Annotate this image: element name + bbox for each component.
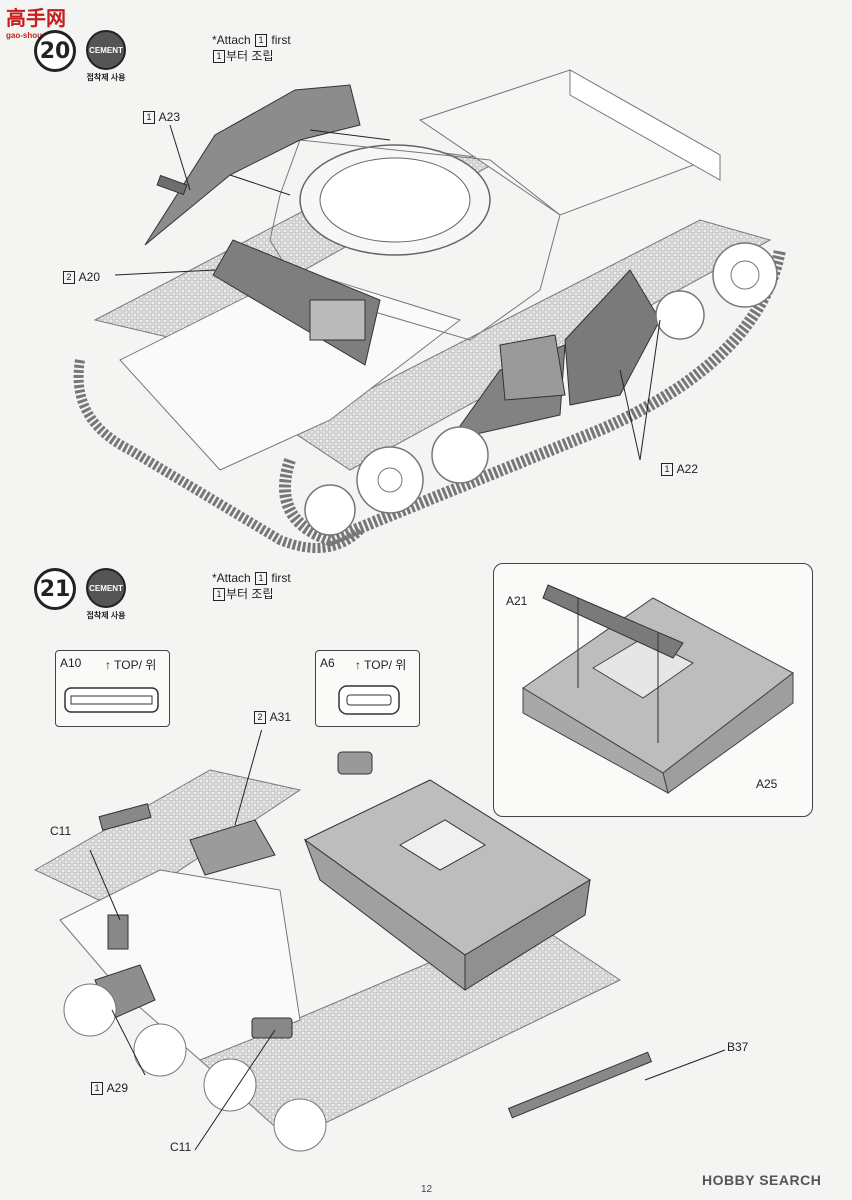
step-20-diagram	[73, 69, 786, 553]
step-21-number: 21	[34, 568, 76, 610]
part-label-c11-upper: C11	[50, 824, 72, 838]
watermark-logo: 高手网 gao-shou.com	[6, 2, 66, 40]
detail-a10-label: A10	[60, 656, 82, 670]
part-label-a25: A25	[756, 777, 778, 791]
step-20-number: 20	[34, 30, 76, 72]
detail-a6-label: A6	[320, 656, 335, 670]
cement-caption: 접착제 사용	[86, 73, 126, 82]
up-arrow-icon: ↑	[105, 658, 111, 672]
cement-icon: CEMENT	[86, 568, 126, 608]
note-ko-suffix: 부터 조립	[226, 49, 274, 63]
detail-a10-direction: ↑ TOP/ 위	[105, 658, 157, 672]
cement-icon: CEMENT	[86, 30, 126, 70]
hobby-search-logo: HOBBY SEARCH	[702, 1172, 822, 1188]
page-number: 12	[421, 1184, 433, 1195]
part-label-b37: B37	[727, 1040, 749, 1054]
detail-a10-drawing	[64, 687, 159, 713]
watermark-brand: 高手网	[6, 6, 66, 30]
part-number-box: 1	[213, 50, 225, 64]
watermark-url: gao-shou.com	[6, 31, 61, 40]
detail-a6-drawing	[338, 685, 400, 715]
note-en-suffix: first	[271, 33, 291, 47]
part-label-a23: 1 A23	[142, 110, 180, 125]
rear-compartment-drawing	[522, 584, 794, 794]
part-label-a31: 2 A31	[253, 710, 291, 725]
part-label-a29: 1 A29	[90, 1081, 128, 1096]
part-label-c11-lower: C11	[170, 1140, 192, 1154]
part-label-a20: 2 A20	[62, 270, 100, 285]
detail-a6-direction: ↑ TOP/ 위	[355, 658, 407, 672]
part-label-a22: 1 A22	[660, 462, 698, 477]
note-en-prefix: *Attach	[212, 33, 251, 47]
step-21-diagram	[33, 730, 726, 1152]
cement-caption: 접착제 사용	[86, 611, 126, 620]
part-number-box: 1	[255, 34, 268, 48]
up-arrow-icon: ↑	[355, 658, 361, 672]
part-label-a21: A21	[506, 594, 528, 608]
